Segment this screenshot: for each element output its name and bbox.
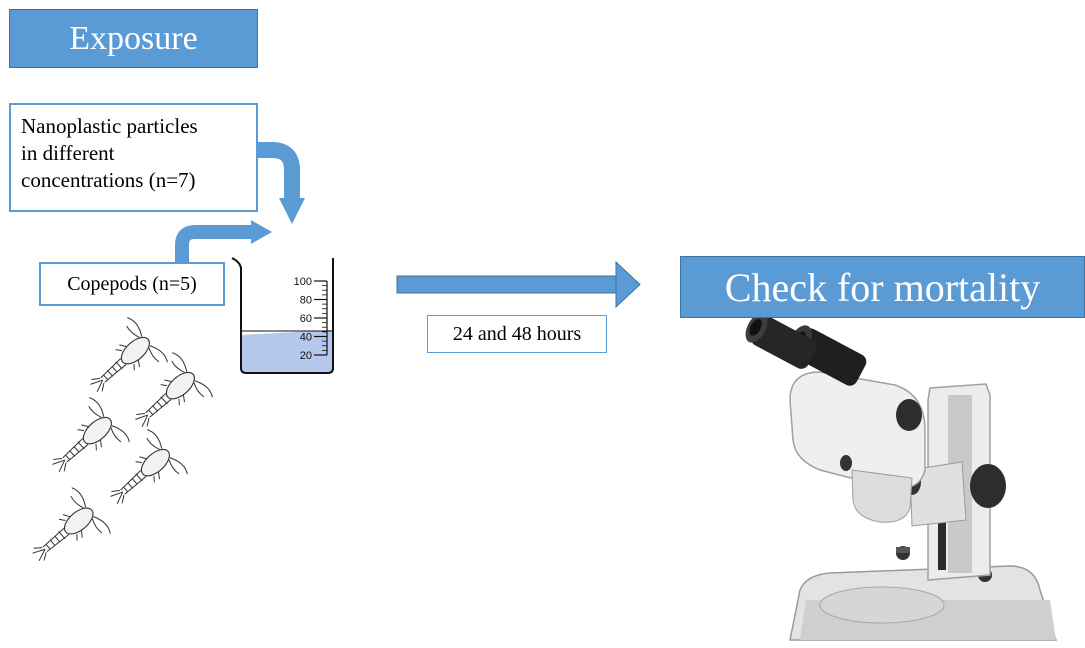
beaker-tick-label: 40	[300, 332, 312, 344]
duration-label: 24 and 48 hours	[427, 315, 607, 353]
microscope-icon	[745, 313, 1058, 641]
copepods-box: Copepods (n=5)	[39, 262, 225, 306]
beaker-tick-label: 20	[300, 350, 312, 362]
curved-arrow-copepods	[175, 220, 272, 262]
copepod-icon	[52, 397, 130, 473]
nanoplastic-line-1: Nanoplastic particles	[21, 114, 198, 138]
copepod-icon	[110, 429, 188, 505]
nanoplastic-line-2: in different	[21, 141, 115, 165]
copepod-icon	[135, 352, 213, 428]
curved-arrow-nanoplastic	[258, 142, 305, 224]
flow-arrow	[396, 260, 641, 309]
copepod-icon	[90, 317, 168, 393]
nanoplastic-line-3: concentrations (n=7)	[21, 168, 196, 192]
nanoplastic-box: Nanoplastic particles in different conce…	[9, 103, 258, 212]
beaker-tick-label: 60	[300, 313, 312, 325]
exposure-title: Exposure	[9, 9, 258, 68]
mortality-check-title: Check for mortality	[680, 256, 1085, 318]
beaker-tick-label: 80	[300, 295, 312, 307]
beaker-scale: 100 80 60 40 20	[294, 276, 328, 362]
copepod-icon	[32, 487, 111, 562]
beaker-icon: 100 80 60 40 20	[231, 257, 334, 374]
beaker-tick-label: 100	[294, 276, 312, 288]
copepods-illustration	[32, 317, 213, 562]
